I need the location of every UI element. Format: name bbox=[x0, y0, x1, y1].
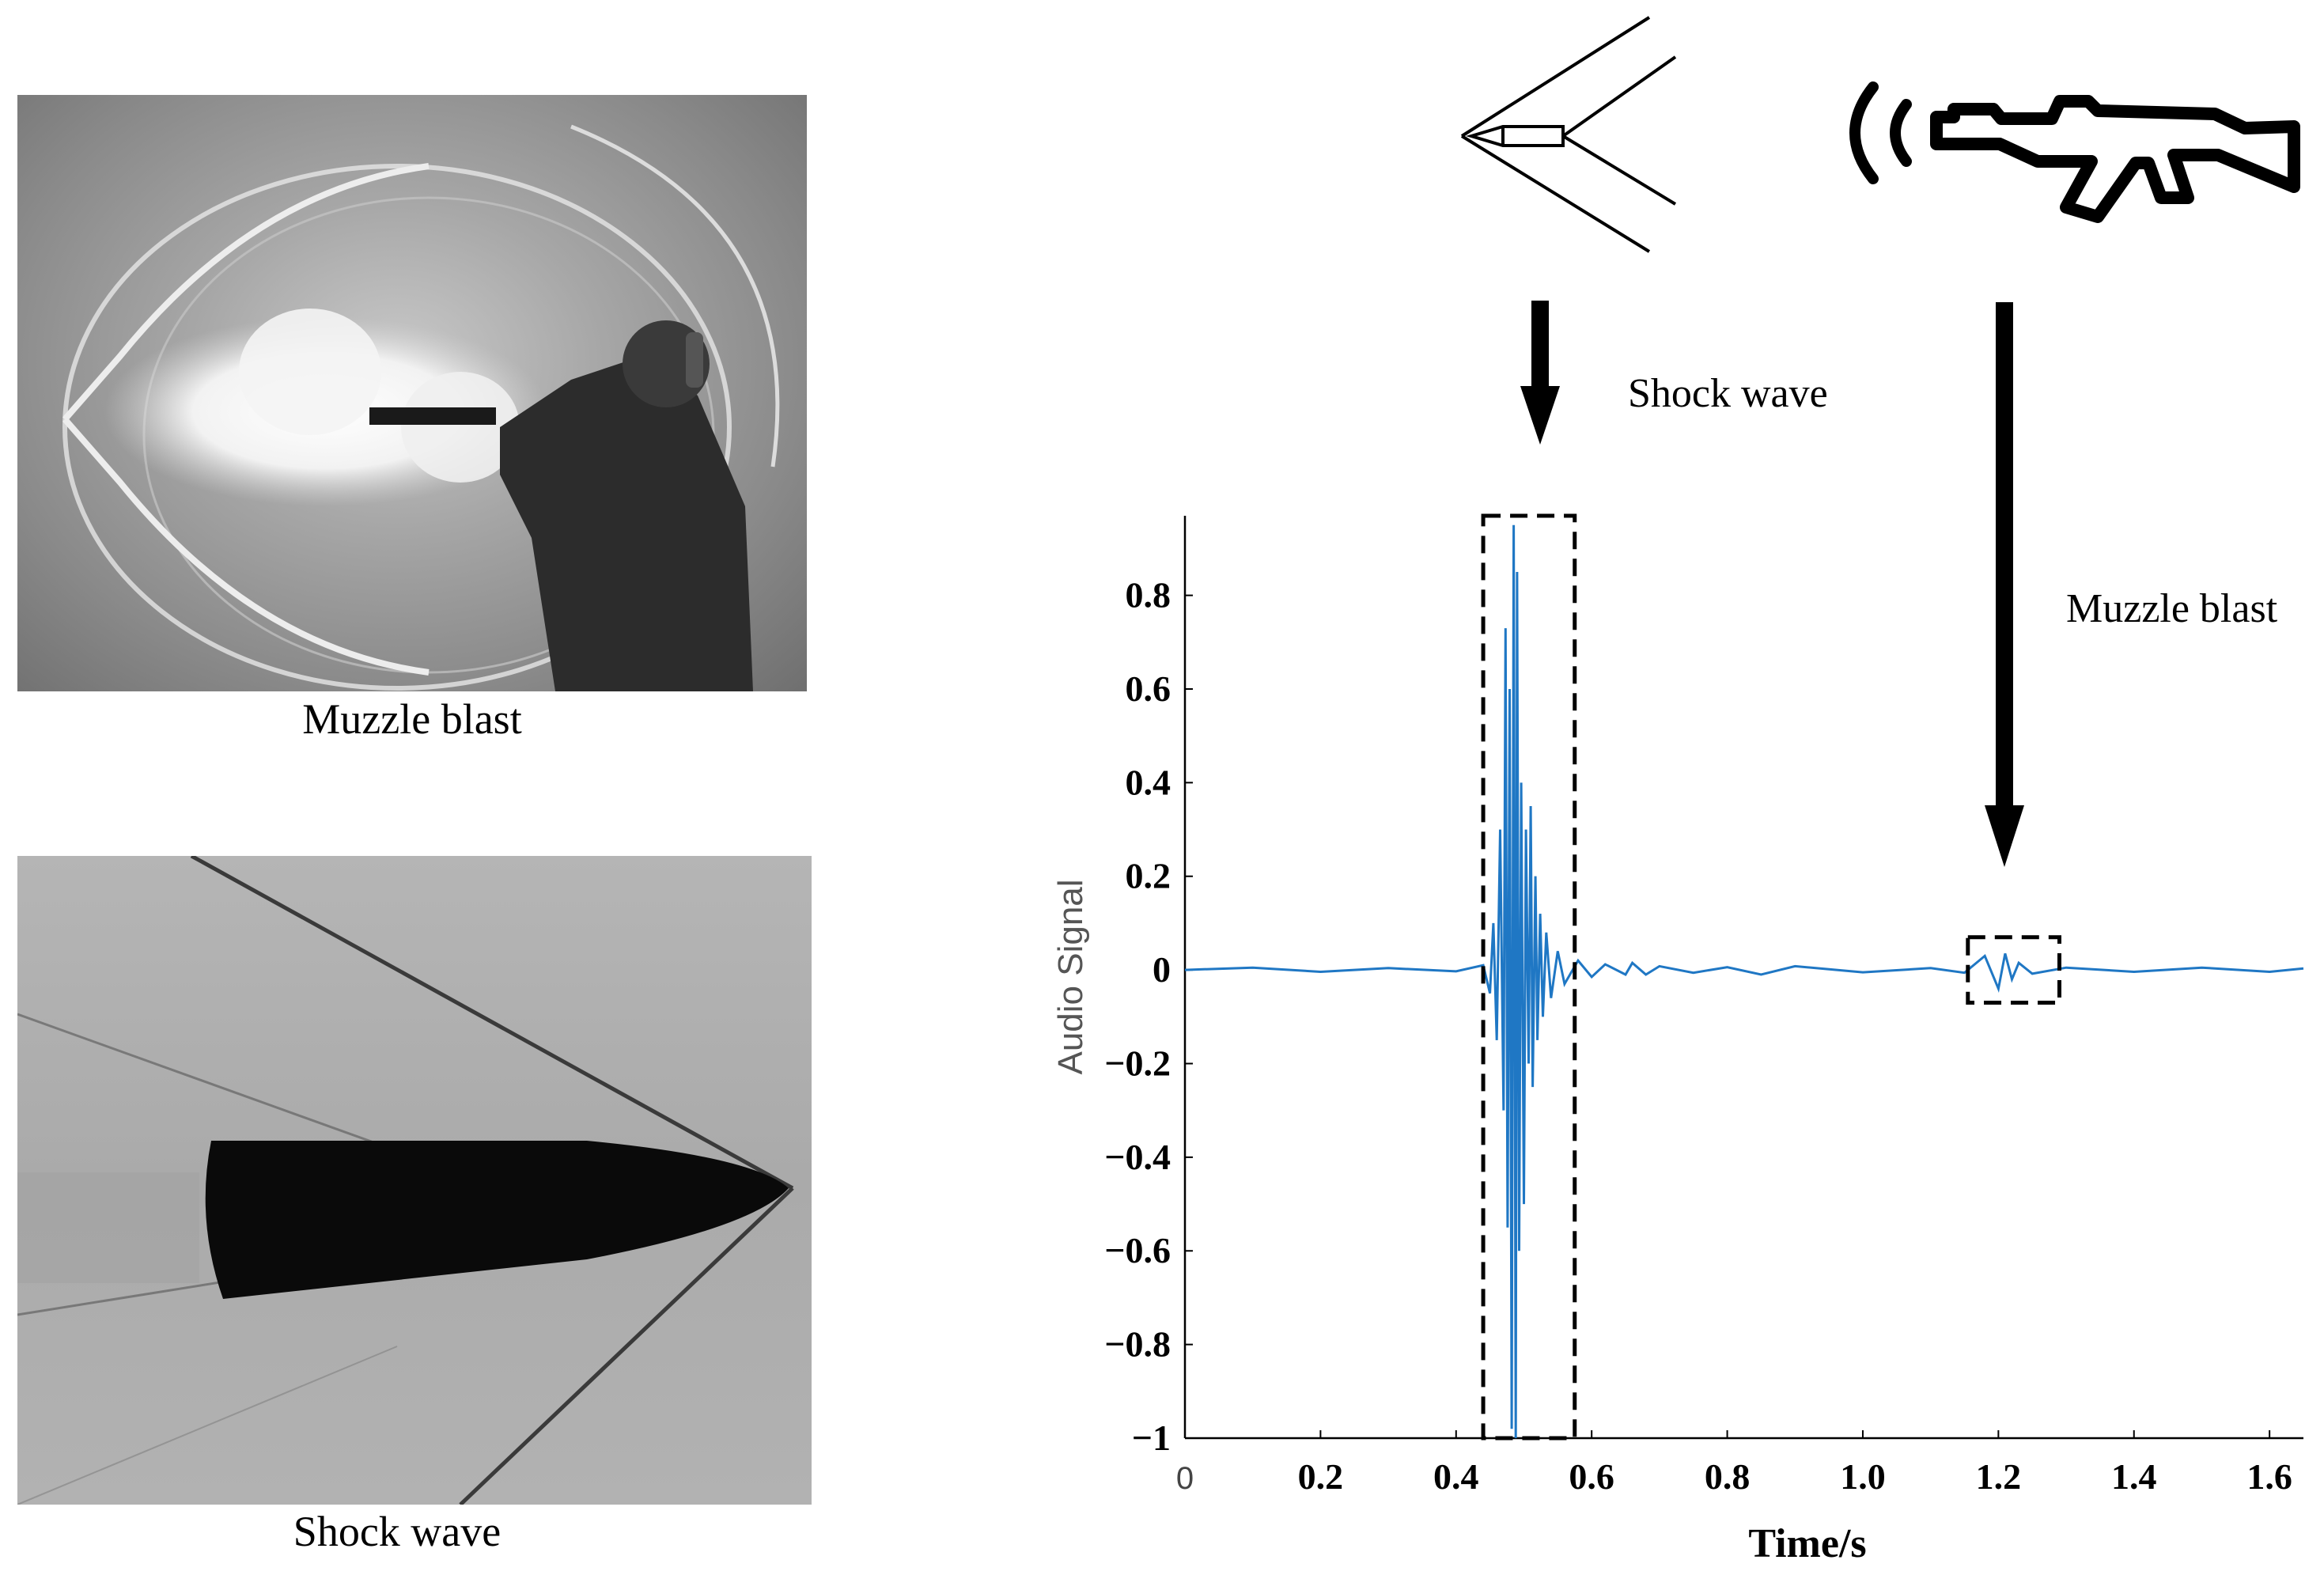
muzzle-blast-caption: Muzzle blast bbox=[302, 695, 522, 743]
down-arrow-icon bbox=[1520, 301, 2024, 867]
shock-wave-annotation: Shock wave bbox=[1628, 371, 1828, 416]
shock-wave-caption: Shock wave bbox=[293, 1508, 502, 1555]
shock-wave-illustration bbox=[17, 856, 794, 1505]
audio-signal-series-line bbox=[1184, 524, 2304, 1439]
y-tick-label: 0.8 bbox=[1126, 575, 1171, 615]
shock-wave-photo bbox=[17, 856, 812, 1505]
rifle-icon bbox=[1930, 95, 2300, 223]
highlight-box-group bbox=[1481, 513, 2061, 1441]
muzzle-blast-annotation: Muzzle blast bbox=[2066, 586, 2278, 631]
x-tick-label: 1.4 bbox=[2111, 1456, 2157, 1497]
x-tick-label: 0 bbox=[1176, 1461, 1194, 1496]
x-tick-label: 0.2 bbox=[1298, 1456, 1344, 1497]
y-tick-label: 0.6 bbox=[1126, 668, 1171, 709]
chart-axes bbox=[1183, 516, 2303, 1440]
y-tick-label: 0.4 bbox=[1126, 762, 1171, 802]
bullet-shockwave-icon bbox=[1460, 16, 1677, 253]
y-axis-label: Audio Signal bbox=[1051, 879, 1090, 1074]
muzzle-blast-photo bbox=[17, 95, 807, 691]
x-tick-label: 0.6 bbox=[1569, 1456, 1614, 1497]
sound-wave-icon bbox=[1849, 81, 1912, 184]
y-tick-label: −0.2 bbox=[1104, 1043, 1171, 1083]
y-tick-label: 0 bbox=[1153, 949, 1171, 990]
y-tick-label: −0.8 bbox=[1104, 1324, 1171, 1365]
x-tick-label: 1.6 bbox=[2246, 1456, 2292, 1497]
shock-highlight-box bbox=[1481, 513, 1577, 1441]
muzzle-blast-illustration bbox=[62, 124, 780, 691]
y-tick-label: −0.4 bbox=[1104, 1137, 1171, 1177]
y-tick-label: 0.2 bbox=[1126, 856, 1171, 896]
y-tick-label: −1 bbox=[1132, 1418, 1171, 1458]
x-tick-label: 0.8 bbox=[1705, 1456, 1751, 1497]
y-tick-label: −0.6 bbox=[1104, 1230, 1171, 1270]
y-tick-group: 0.8 0.6 0.4 0.2 0 −0.2 −0.4 −0.6 −0.8 −1 bbox=[1104, 575, 1193, 1458]
x-tick-label: 0.4 bbox=[1433, 1456, 1479, 1497]
x-tick-group: 0 0.2 0.4 0.6 0.8 1.0 1.2 1.4 1.6 bbox=[1176, 1430, 2292, 1497]
x-tick-label: 1.0 bbox=[1840, 1456, 1886, 1497]
x-axis-label: Time/s bbox=[1748, 1521, 1866, 1566]
muzzle-highlight-box bbox=[1966, 935, 2061, 1005]
x-tick-label: 1.2 bbox=[1976, 1456, 2022, 1497]
